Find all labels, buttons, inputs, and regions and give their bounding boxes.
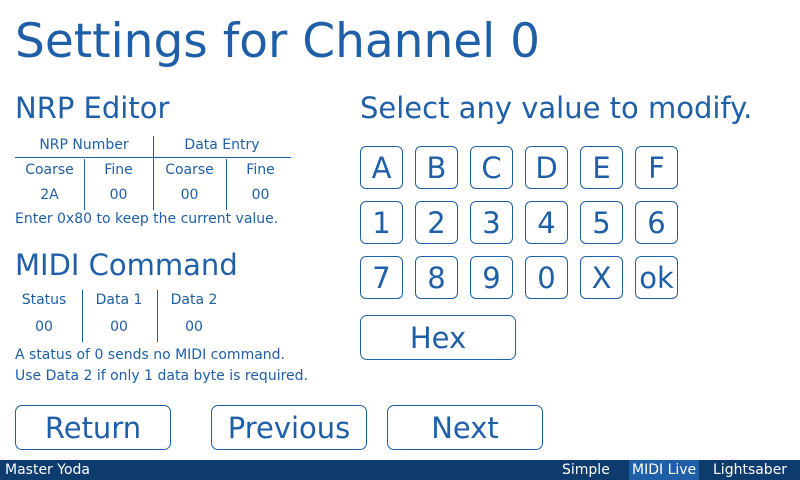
page-title: Settings for Channel 0 <box>15 14 541 69</box>
nrp-note: Enter 0x80 to keep the current value. <box>15 211 279 227</box>
nrp-table-separator <box>153 136 154 210</box>
key-c[interactable]: C <box>470 146 513 189</box>
previous-button[interactable]: Previous <box>211 405 367 450</box>
keypad-prompt: Select any value to modify. <box>360 91 753 125</box>
mode-midi-live[interactable]: MIDI Live <box>629 460 700 480</box>
data1-header: Data 1 <box>95 292 143 308</box>
key-6[interactable]: 6 <box>635 201 678 244</box>
key-3[interactable]: 3 <box>470 201 513 244</box>
data-entry-fine-value[interactable]: 00 <box>251 187 270 203</box>
nrp-coarse-value[interactable]: 2A <box>40 187 59 203</box>
data-fine-header: Fine <box>246 162 275 178</box>
midi-table-separator <box>157 290 158 342</box>
data2-header: Data 2 <box>170 292 218 308</box>
key-5[interactable]: 5 <box>580 201 623 244</box>
nrp-table-separator <box>84 159 85 210</box>
nrp-number-group-label: NRP Number <box>39 137 129 153</box>
key-a[interactable]: A <box>360 146 403 189</box>
nrp-fine-header: Fine <box>104 162 133 178</box>
key-x[interactable]: X <box>580 256 623 299</box>
nrp-table-separator <box>226 159 227 210</box>
nrp-editor-heading: NRP Editor <box>15 91 170 125</box>
nrp-coarse-header: Coarse <box>25 162 74 178</box>
status-bar: Master Yoda Simple MIDI Live Lightsaber <box>0 460 800 480</box>
mode-simple[interactable]: Simple <box>562 462 610 478</box>
key-4[interactable]: 4 <box>525 201 568 244</box>
key-0[interactable]: 0 <box>525 256 568 299</box>
midi-note-data2: Use Data 2 if only 1 data byte is requir… <box>15 368 308 384</box>
key-7[interactable]: 7 <box>360 256 403 299</box>
status-value[interactable]: 00 <box>35 319 53 335</box>
key-e[interactable]: E <box>580 146 623 189</box>
key-ok[interactable]: ok <box>635 256 678 299</box>
midi-table-separator <box>82 290 83 342</box>
key-9[interactable]: 9 <box>470 256 513 299</box>
data-entry-group-label: Data Entry <box>184 137 260 153</box>
key-1[interactable]: 1 <box>360 201 403 244</box>
data-coarse-header: Coarse <box>165 162 214 178</box>
key-f[interactable]: F <box>635 146 678 189</box>
next-button[interactable]: Next <box>387 405 543 450</box>
return-button[interactable]: Return <box>15 405 171 450</box>
midi-note-status: A status of 0 sends no MIDI command. <box>15 347 285 363</box>
key-d[interactable]: D <box>525 146 568 189</box>
key-b[interactable]: B <box>415 146 458 189</box>
hex-button[interactable]: Hex <box>360 315 516 360</box>
key-8[interactable]: 8 <box>415 256 458 299</box>
status-header: Status <box>21 292 67 308</box>
data-entry-coarse-value[interactable]: 00 <box>180 187 199 203</box>
mode-lightsaber[interactable]: Lightsaber <box>713 462 788 478</box>
data2-value[interactable]: 00 <box>185 319 203 335</box>
key-2[interactable]: 2 <box>415 201 458 244</box>
user-name: Master Yoda <box>5 462 90 478</box>
midi-command-heading: MIDI Command <box>15 248 238 282</box>
nrp-fine-value[interactable]: 00 <box>109 187 128 203</box>
data1-value[interactable]: 00 <box>110 319 128 335</box>
